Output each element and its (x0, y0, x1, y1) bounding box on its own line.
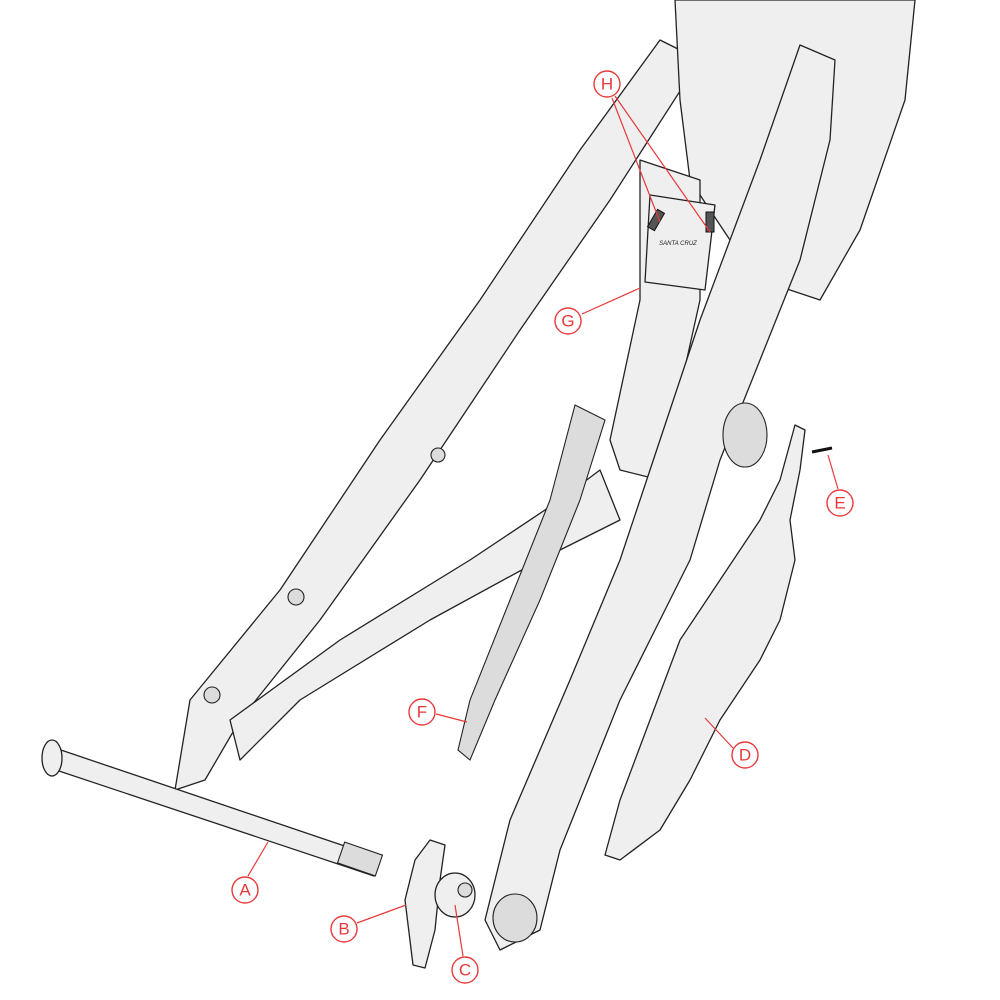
leader-a (247, 841, 269, 877)
leader-c (454, 904, 464, 957)
leader-e (827, 454, 839, 490)
chain-stay (229, 469, 621, 761)
callout-d: D (731, 741, 759, 769)
svg-text:C: C (459, 961, 471, 980)
chainstay-right (484, 44, 836, 951)
derailleur-hanger-b (404, 839, 446, 969)
leader-d (704, 717, 734, 749)
svg-text:A: A (239, 881, 251, 900)
chain-guide-f (457, 404, 606, 761)
leader-b (356, 904, 407, 924)
svg-text:H: H (601, 75, 613, 94)
pivot-boss (722, 402, 768, 468)
callout-f: F (408, 698, 436, 726)
callout-e: E (826, 489, 854, 517)
cable-port (430, 447, 446, 463)
hanger-bolt-socket (457, 882, 473, 898)
thru-axle-a (49, 747, 381, 877)
seat-stay (174, 39, 701, 791)
leader-h-1 (611, 97, 661, 223)
logo-santa-cruz: SANTA CRUZ (659, 241, 697, 247)
svg-text:G: G (561, 312, 574, 331)
bolt-e (811, 446, 833, 454)
svg-text:B: B (338, 920, 349, 939)
callout-g: G (554, 307, 582, 335)
callout-a: A (231, 876, 259, 904)
axle-thread (336, 841, 384, 877)
cable-port (203, 686, 221, 704)
svg-text:E: E (834, 494, 845, 513)
leader-g (581, 287, 641, 315)
callout-b: B (330, 915, 358, 943)
bridge-plate-g (644, 194, 716, 291)
leader-f (435, 713, 468, 723)
svg-text:D: D (739, 746, 751, 765)
svg-text:F: F (417, 703, 427, 722)
callout-h: H (593, 70, 621, 98)
axle-head (41, 739, 63, 777)
callout-c: C (451, 956, 479, 984)
cable-port (287, 588, 305, 606)
dropout-right (492, 893, 538, 943)
leader-h-2 (614, 95, 711, 233)
chainstay-protector-d (604, 424, 806, 861)
